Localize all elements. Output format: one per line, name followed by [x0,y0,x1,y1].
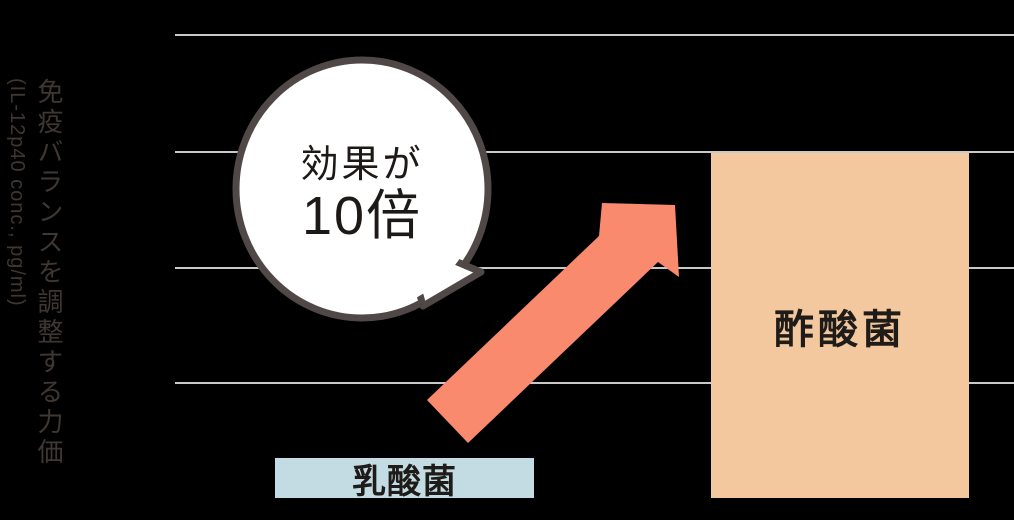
bubble-annotation-line1: 効果が [300,144,424,186]
gridline [175,34,1014,36]
y-axis-label: 免疫バランスを調整する力価 (IL-12p40 conc., pg/ml) [2,78,66,478]
bubble-annotation-line2: 10倍 [301,186,423,246]
bar-label-lactic: 乳酸菌 [352,462,457,501]
y-axis-label-sub: (IL-12p40 conc., pg/ml) [6,78,28,307]
y-axis-label-main: 免疫バランスを調整する力価 [34,78,64,468]
gridline [175,151,1014,153]
bar-acetic-acid-bacteria: 酢酸菌 [711,153,969,498]
bar-lactic-acid-bacteria: 乳酸菌 [275,458,534,501]
bar-label-acetic: 酢酸菌 [774,307,906,352]
